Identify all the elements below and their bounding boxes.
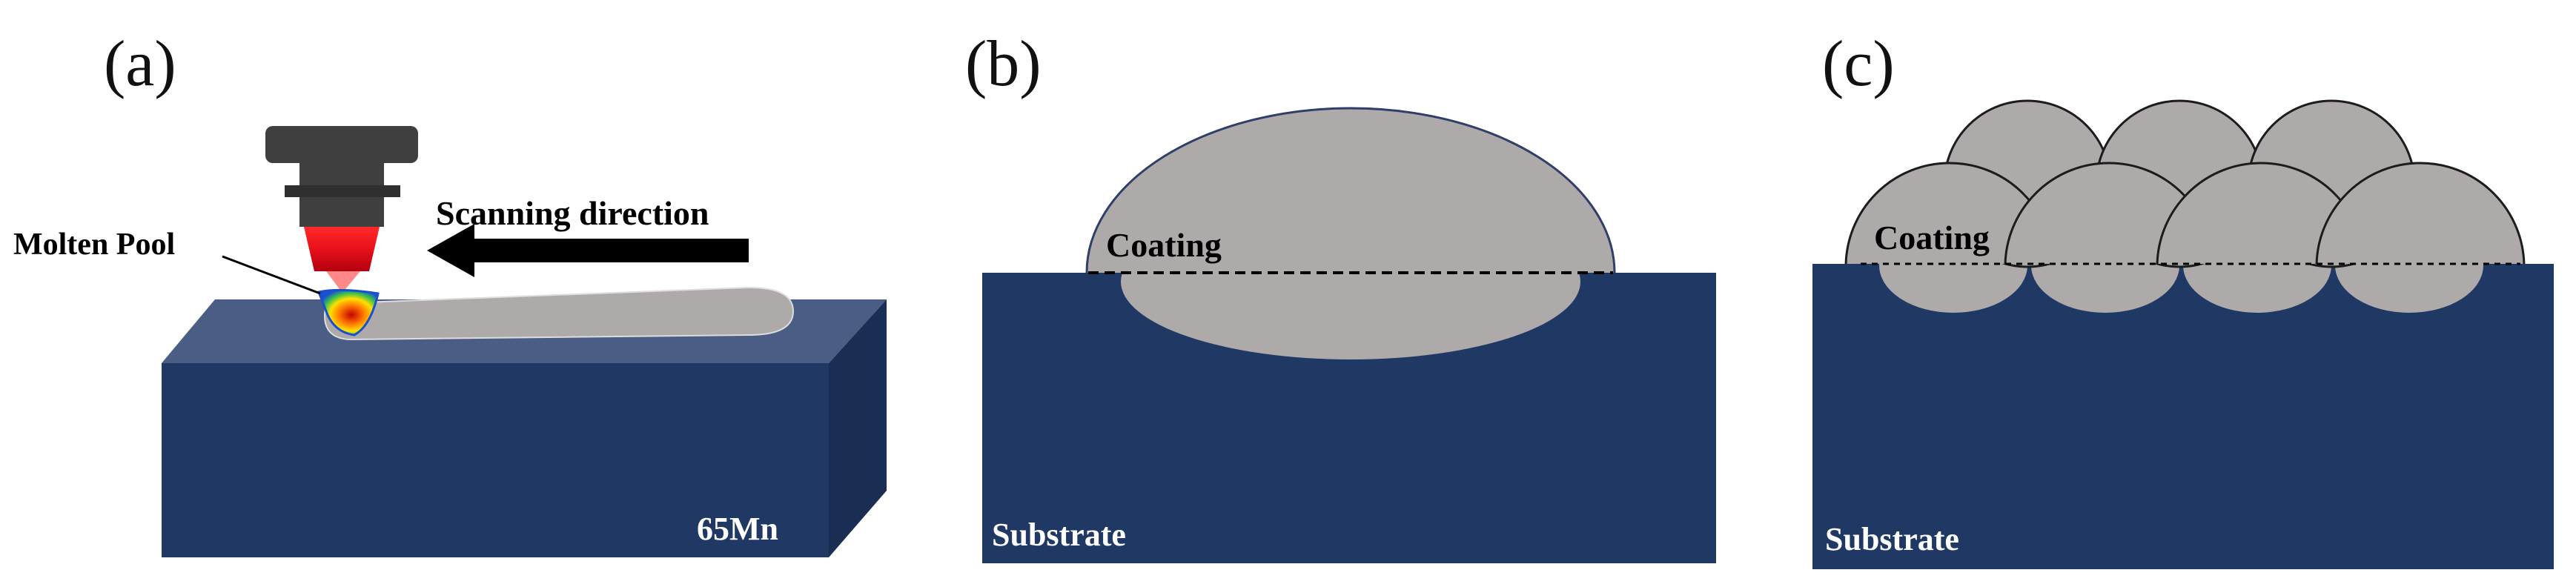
bead-2-root	[2031, 264, 2179, 313]
coating-label-b: Coating	[1106, 226, 1222, 264]
substrate-label-c: Substrate	[1825, 521, 1959, 557]
arrow-shaft	[467, 239, 749, 262]
block-front-face	[162, 363, 829, 557]
coating-b-penetration	[1121, 273, 1580, 359]
nozzle-flange	[285, 185, 400, 197]
coating-b-dome	[1085, 107, 1616, 273]
bead-4-root	[2335, 264, 2483, 313]
nozzle-lower	[299, 197, 384, 227]
bead-3-root	[2183, 264, 2331, 313]
panel-b: (b) Coating Substrate	[965, 28, 1716, 563]
substrate-label-b: Substrate	[992, 517, 1126, 553]
clad-track	[324, 286, 795, 341]
bead-1	[1844, 162, 2055, 264]
laser-focus	[326, 271, 360, 289]
panel-a-letter: (a)	[104, 28, 176, 100]
panel-a: (a) Molten Pool Scanning direction	[13, 28, 887, 557]
coating-label-c: Coating	[1874, 219, 1990, 256]
scanning-direction-label: Scanning direction	[436, 194, 709, 232]
scanning-direction-arrow	[427, 224, 749, 277]
nozzle-top-block	[265, 126, 418, 163]
molten-pool-label: Molten Pool	[13, 228, 175, 262]
laser-beam	[304, 227, 380, 271]
coating-c-penetration	[1879, 264, 2483, 313]
molten-pool	[317, 288, 380, 336]
arrow-head	[427, 224, 474, 277]
panel-c-letter: (c)	[1822, 28, 1895, 100]
panel-b-letter: (b)	[965, 28, 1042, 100]
bead-3	[2156, 162, 2366, 264]
block-side-face	[829, 299, 887, 557]
bead-4	[2315, 162, 2526, 264]
bead-1-root	[1879, 264, 2027, 313]
material-label-65mn: 65Mn	[697, 511, 778, 547]
laser-nozzle	[265, 126, 418, 227]
panel-c: (c) Coating Substrate	[1812, 28, 2554, 569]
molten-pool-leader	[222, 255, 321, 295]
substrate-c	[1812, 264, 2554, 569]
coating-c-bottom-row	[1844, 162, 2526, 264]
